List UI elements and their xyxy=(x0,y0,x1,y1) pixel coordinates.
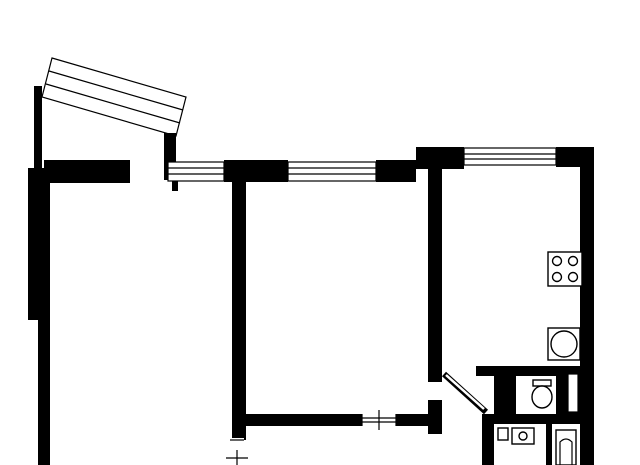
balcony xyxy=(34,57,187,168)
room2-bottom-wall xyxy=(242,414,440,426)
window-kitchen xyxy=(463,147,557,166)
opening-room2 xyxy=(361,410,397,430)
bathroom-top-wall xyxy=(488,414,580,424)
opening-hall xyxy=(226,438,248,465)
wc-corner xyxy=(494,366,516,414)
top-wall-left xyxy=(44,160,130,183)
toilet-icon xyxy=(531,379,553,409)
stove-icon xyxy=(547,251,583,287)
balcony-door-jamb xyxy=(164,133,176,161)
walls xyxy=(28,147,594,465)
kitchen-left-wall xyxy=(428,166,442,382)
top-wall-right xyxy=(376,160,416,182)
bathroom-divider xyxy=(546,420,552,465)
sink-icon xyxy=(547,327,581,361)
top-wall-kitchen-left xyxy=(416,147,464,169)
right-exterior-wall xyxy=(580,160,594,465)
vent-shaft xyxy=(567,373,579,413)
windows xyxy=(167,147,557,182)
window-corridor xyxy=(167,161,225,182)
bathtub-icon xyxy=(555,429,577,465)
window-room-2 xyxy=(287,161,377,182)
kitchen-left-wall-lower xyxy=(428,400,442,434)
room2-left-wall xyxy=(232,176,246,440)
balcony-wall xyxy=(34,86,42,168)
wall-edge xyxy=(172,181,178,191)
door-kitchen xyxy=(441,371,489,415)
kitchen-bottom-wall xyxy=(476,366,580,376)
washbasin-icon xyxy=(511,427,535,445)
left-wall xyxy=(38,168,50,465)
floor-drain-icon xyxy=(497,427,509,441)
bathroom-left-wall xyxy=(482,414,494,465)
